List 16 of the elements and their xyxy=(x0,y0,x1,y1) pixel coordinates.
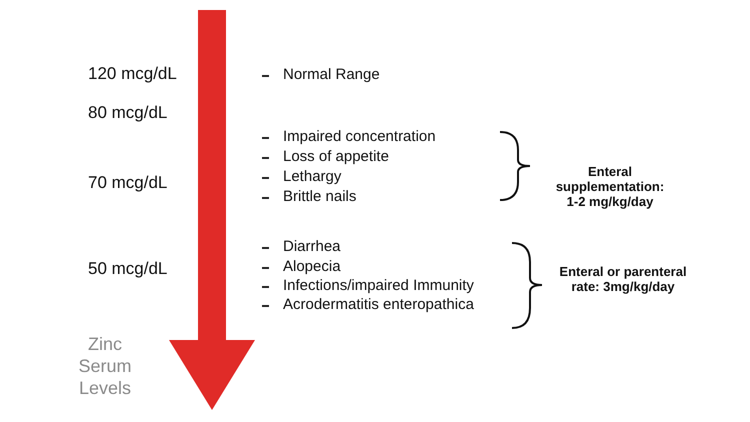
list-item: Acrodermatitis enteropathica xyxy=(283,296,474,313)
list-item: Diarrhea xyxy=(283,238,341,255)
list-item: Normal Range xyxy=(283,66,380,83)
list-item: Brittle nails xyxy=(283,188,356,205)
level-value: 80 mcg/dL xyxy=(88,103,168,123)
list-item: Infections/impaired Immunity xyxy=(283,277,474,294)
list-item: Alopecia xyxy=(283,258,341,275)
level-value: 50 mcg/dL xyxy=(88,259,168,279)
list-item: Lethargy xyxy=(283,168,342,185)
dosage-note: Enteral supplementation: 1-2 mg/kg/day xyxy=(554,164,666,209)
list-item: Impaired concentration xyxy=(283,128,436,145)
dosage-note: Enteral or parenteral rate: 3mg/kg/day xyxy=(558,264,688,294)
axis-label: Zinc Serum Levels xyxy=(77,333,132,399)
level-value: 120 mcg/dL xyxy=(88,64,177,84)
level-value: 70 mcg/dL xyxy=(88,173,168,193)
list-item: Loss of appetite xyxy=(283,148,389,165)
